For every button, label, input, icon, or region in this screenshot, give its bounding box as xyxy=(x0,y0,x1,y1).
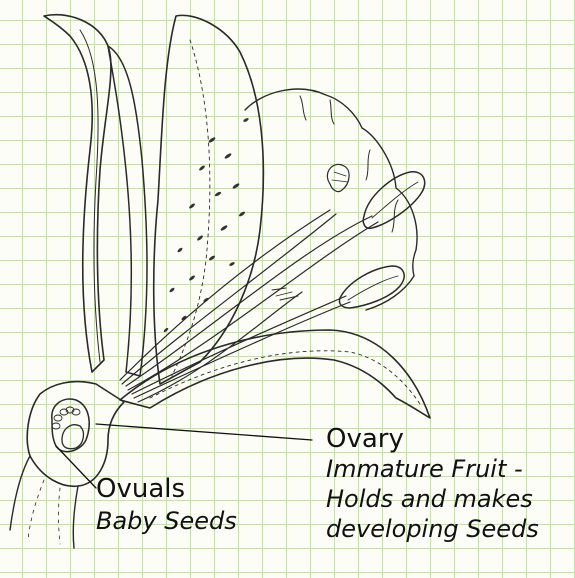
receptacle-ovary xyxy=(27,382,124,487)
ovuals-leader-line xyxy=(56,446,96,488)
inner-petal xyxy=(108,46,147,376)
ovary-label: Ovary xyxy=(326,424,404,454)
spotted-petal xyxy=(154,15,264,384)
stem xyxy=(10,456,78,548)
back-petal-ruffle xyxy=(300,96,398,232)
lower-petal xyxy=(120,330,430,418)
ovary-description-line-2: Holds and makes xyxy=(326,484,533,514)
stem-vein xyxy=(28,480,60,544)
stigma-texture xyxy=(332,172,348,182)
anther-lower-seam xyxy=(348,276,398,300)
ovuals-description: Baby Seeds xyxy=(96,506,237,536)
back-petal xyxy=(245,89,417,310)
ovary-leader-line xyxy=(96,424,312,440)
ovary-description-line-3: developing Seeds xyxy=(326,514,539,544)
left-petal xyxy=(44,15,111,372)
stigma xyxy=(327,164,349,191)
inner-ovule xyxy=(62,425,83,449)
ovuals-label: Ovuals xyxy=(96,474,185,504)
ovary-description-line-1: Immature Fruit - xyxy=(326,454,523,484)
ovule-cluster xyxy=(52,407,80,429)
